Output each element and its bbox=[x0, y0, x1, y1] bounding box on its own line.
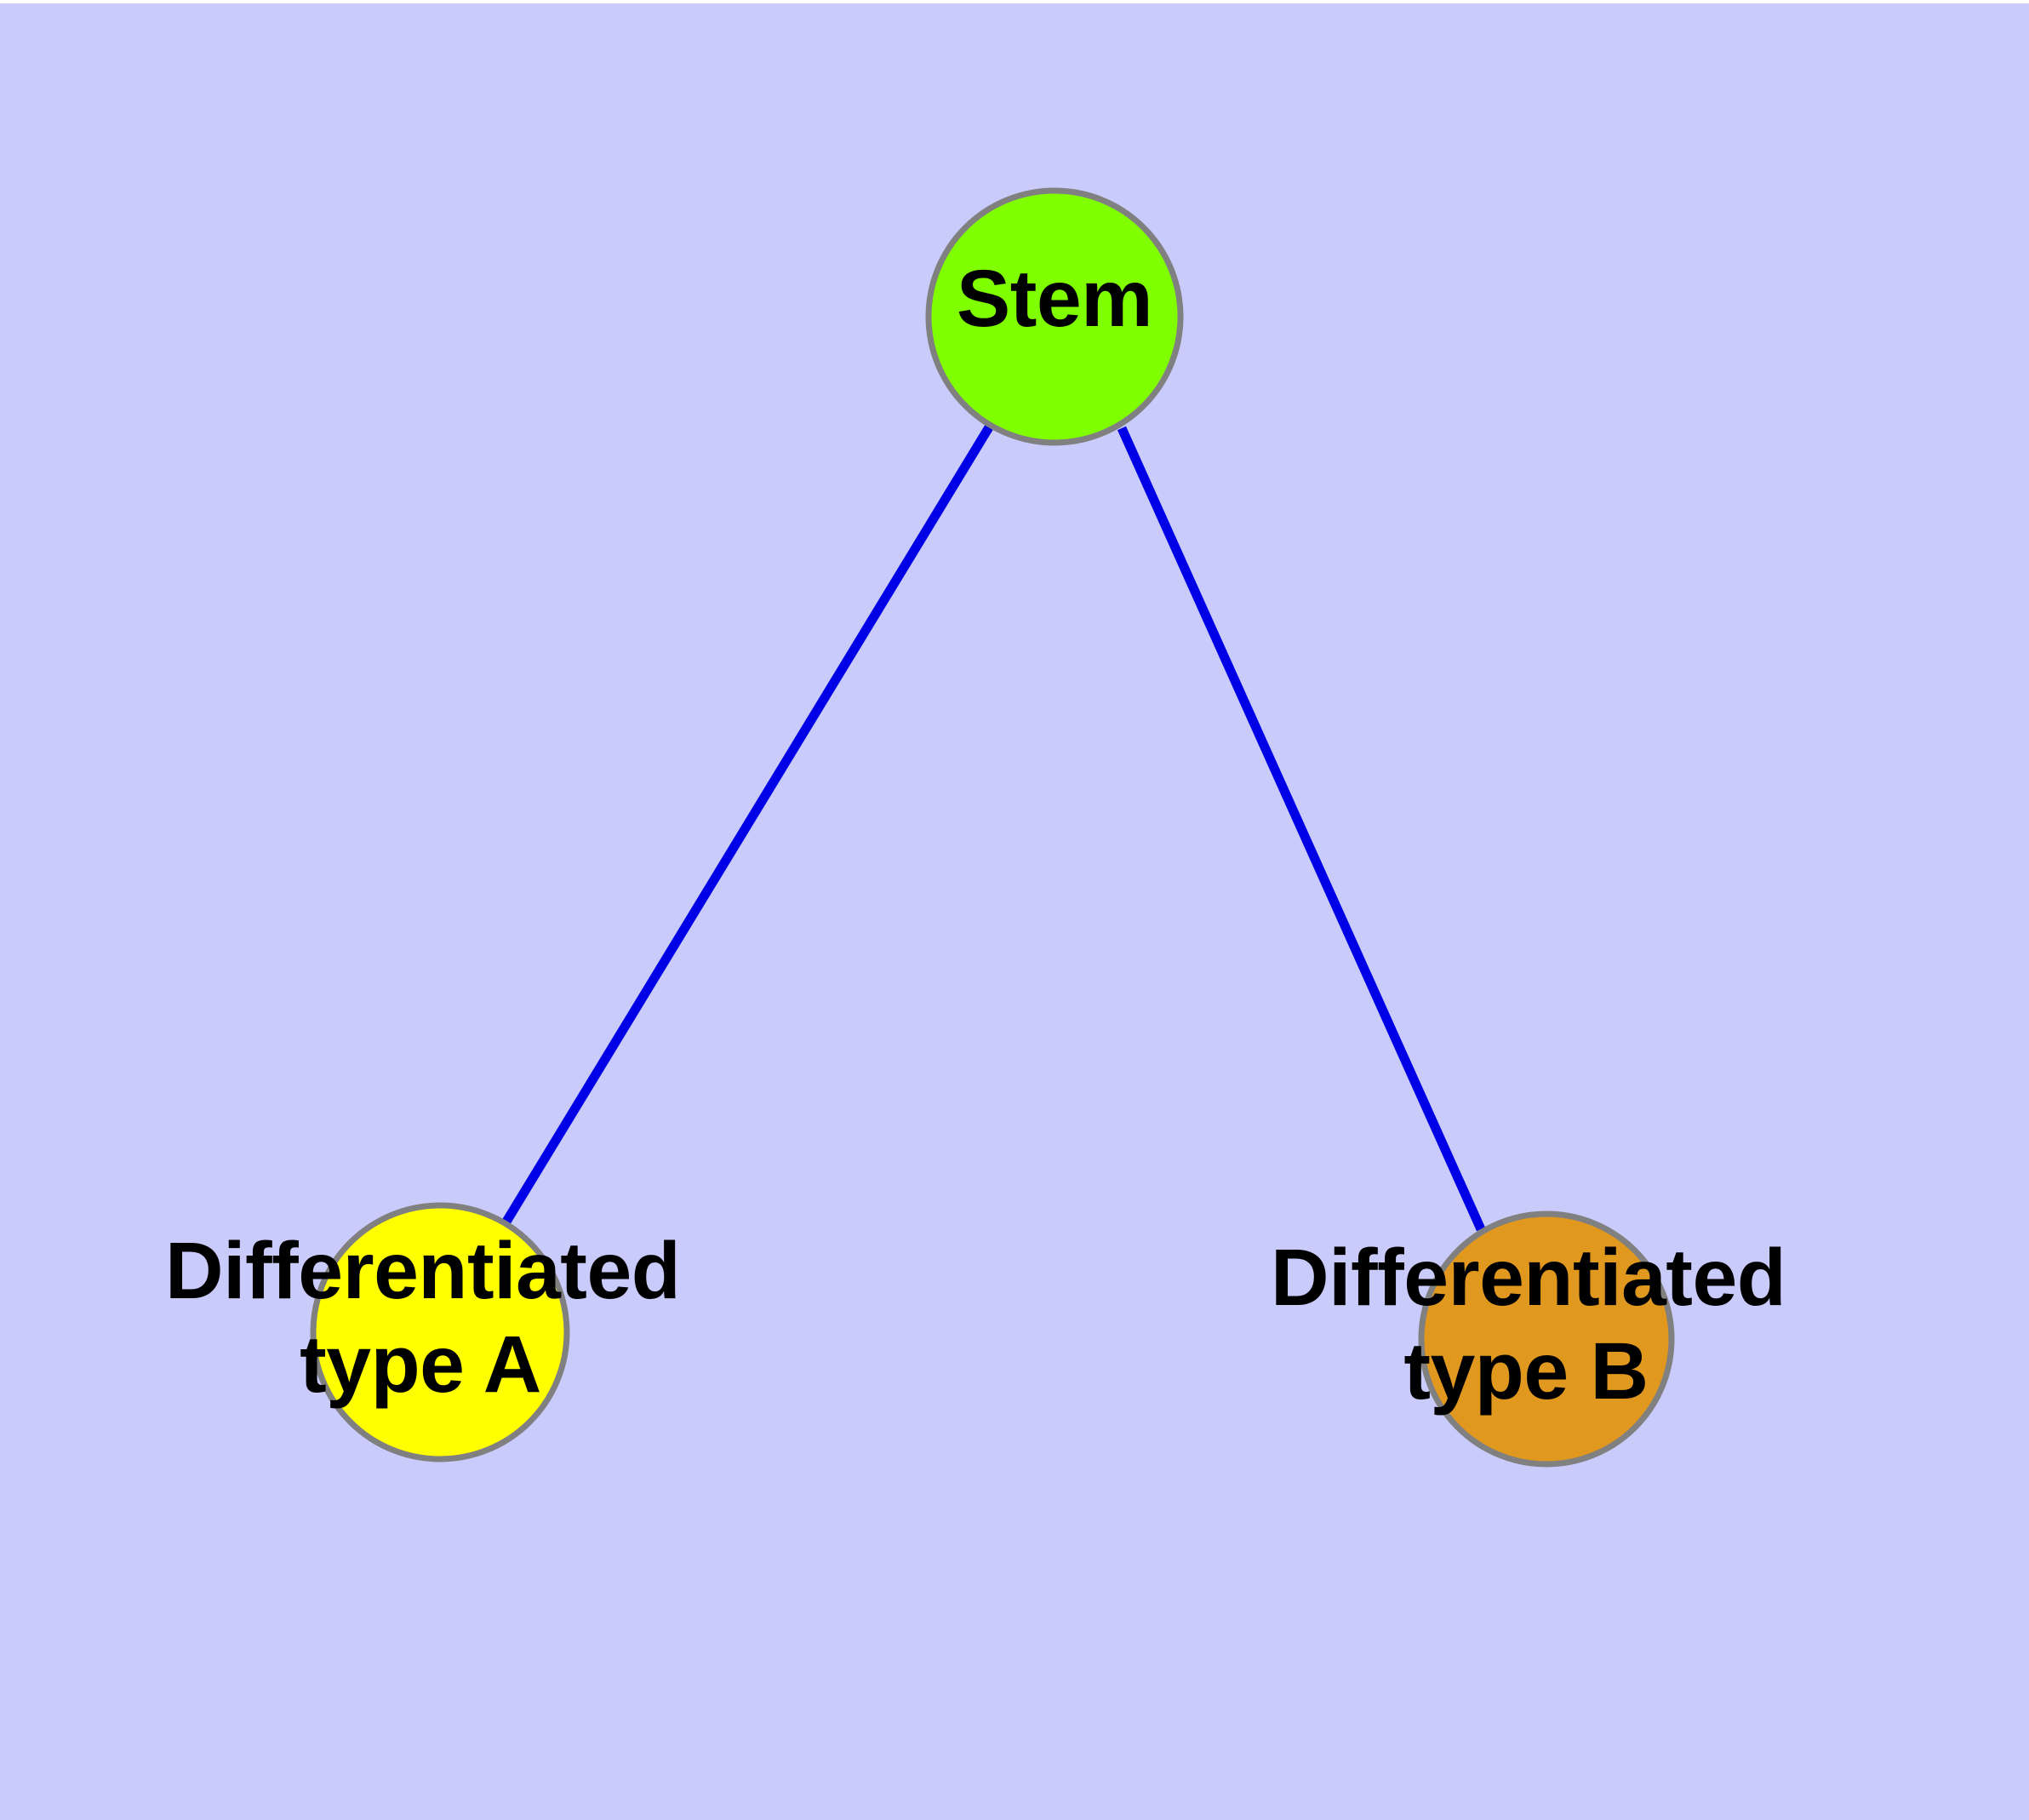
edge-stem-to-differentiated-type-b bbox=[1117, 426, 1486, 1232]
node-differentiated-type-b[interactable] bbox=[1418, 1210, 1675, 1468]
node-layer bbox=[310, 187, 1675, 1468]
edge-stem-to-differentiated-type-a bbox=[502, 425, 993, 1224]
node-stem[interactable] bbox=[925, 187, 1184, 446]
edge-layer bbox=[502, 425, 1486, 1232]
node-differentiated-type-a[interactable] bbox=[310, 1202, 570, 1462]
